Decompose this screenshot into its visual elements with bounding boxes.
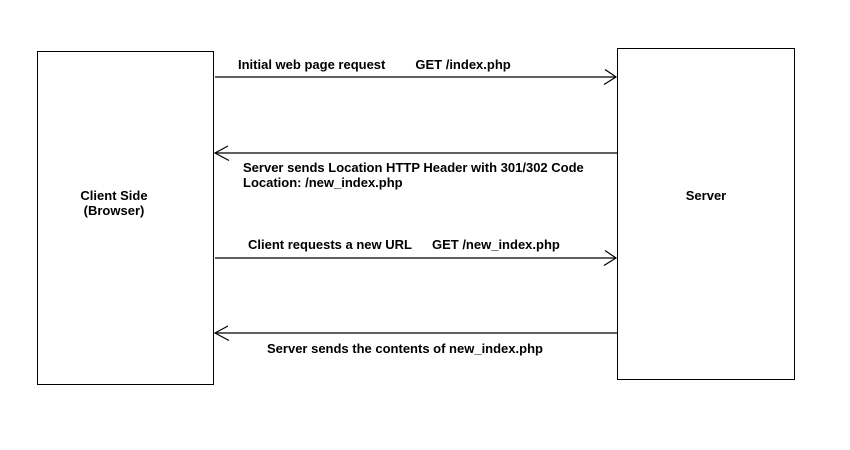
message-label-initial-request: Initial web page request GET /index.php: [238, 57, 511, 72]
client-actor-box: [37, 51, 214, 385]
client-label-line1: Client Side: [80, 188, 148, 203]
message-label-final-response: Server sends the contents of new_index.p…: [267, 341, 543, 356]
message-1-http-request: GET /index.php: [415, 57, 511, 72]
arrowhead-left-2: [213, 325, 230, 342]
message-2-line2: Location: /new_index.php: [243, 175, 403, 190]
server-actor-box: [617, 48, 795, 380]
message-3-http-request: GET /new_index.php: [431, 237, 560, 252]
message-label-redirect-response: Server sends Location HTTP Header with 3…: [243, 160, 584, 190]
arrowhead-left-1: [213, 145, 230, 162]
client-actor-label: Client Side (Browser): [44, 188, 184, 218]
arrowhead-right-1: [603, 69, 618, 86]
message-1-text: Initial web page request: [238, 57, 386, 72]
server-actor-label: Server: [685, 188, 727, 203]
message-3-text: Client requests a new URL: [248, 237, 412, 252]
arrowhead-right-2: [603, 250, 618, 267]
client-label-line2: (Browser): [83, 203, 145, 218]
message-label-new-url-request: Client requests a new URL GET /new_index…: [248, 237, 560, 252]
message-2-line1: Server sends Location HTTP Header with 3…: [243, 160, 584, 175]
